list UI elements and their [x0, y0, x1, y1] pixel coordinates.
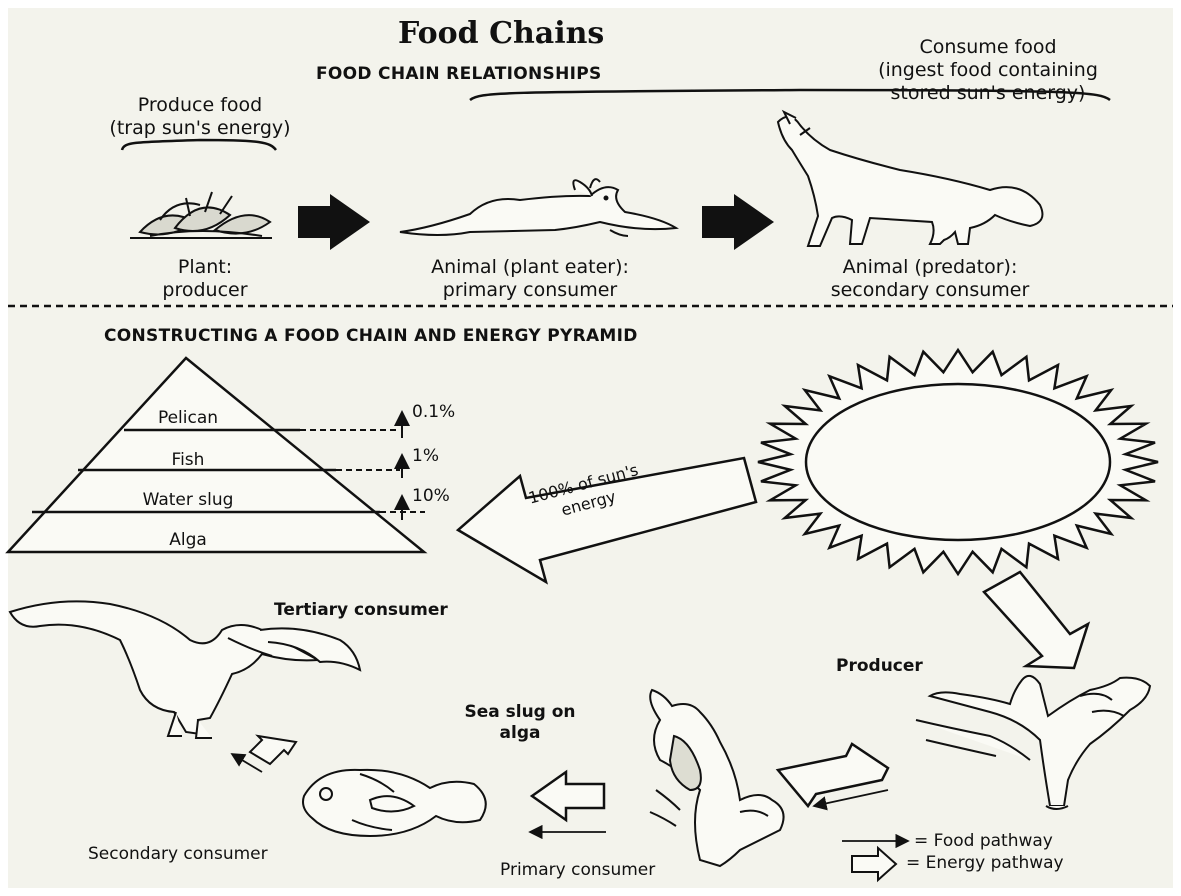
pyramid-level-pelican: Pelican	[126, 408, 250, 429]
pyramid-level-fish: Fish	[126, 450, 250, 471]
percent-0-1: 0.1%	[412, 402, 455, 423]
primary-consumer-label: Animal (plant eater): primary consumer	[390, 256, 670, 302]
seaweed-producer-icon	[916, 676, 1150, 809]
chain-arrow-2	[702, 194, 774, 250]
secondary-consumer-label: Animal (predator): secondary consumer	[765, 256, 1095, 302]
legend-energy-pathway: = Energy pathway	[906, 853, 1064, 874]
sun-to-producer-arrow	[984, 572, 1088, 668]
legend-food-pathway: = Food pathway	[914, 831, 1053, 852]
plant-producer-label: Plant: producer	[130, 256, 280, 302]
sea-slug-label: Sea slug on alga	[440, 702, 600, 744]
wolf-icon	[778, 112, 1042, 246]
percent-1: 1%	[412, 446, 439, 467]
plant-icon	[130, 192, 272, 238]
pyramid-level-alga: Alga	[146, 530, 230, 551]
produce-food-label: Produce food (trap sun's energy)	[100, 94, 300, 140]
page-title: Food Chains	[398, 16, 604, 51]
energy-arrow-slug-fish	[532, 772, 604, 820]
energy-arrow-fish-pelican	[250, 736, 296, 764]
primary-consumer-cycle-label: Primary consumer	[500, 860, 655, 881]
secondary-consumer-cycle-label: Secondary consumer	[88, 844, 268, 865]
pyramid-level-water-slug: Water slug	[106, 490, 270, 511]
relationships-heading: FOOD CHAIN RELATIONSHIPS	[316, 64, 602, 84]
pelican-icon	[10, 601, 360, 738]
fish-icon	[303, 770, 486, 836]
sun-icon	[758, 350, 1158, 574]
sea-slug-alga-icon	[650, 690, 784, 866]
chain-arrow-1	[298, 194, 370, 250]
produce-brace	[122, 140, 276, 150]
percent-10: 10%	[412, 486, 450, 507]
rabbit-icon	[400, 179, 676, 236]
consume-food-label: Consume food (ingest food containing sto…	[808, 36, 1168, 105]
legend-energy-arrow	[852, 848, 896, 880]
pyramid-heading: CONSTRUCTING A FOOD CHAIN AND ENERGY PYR…	[104, 326, 638, 346]
energy-arrow-producer-slug	[778, 744, 888, 806]
tertiary-consumer-label: Tertiary consumer	[274, 600, 448, 621]
producer-label: Producer	[836, 656, 923, 677]
